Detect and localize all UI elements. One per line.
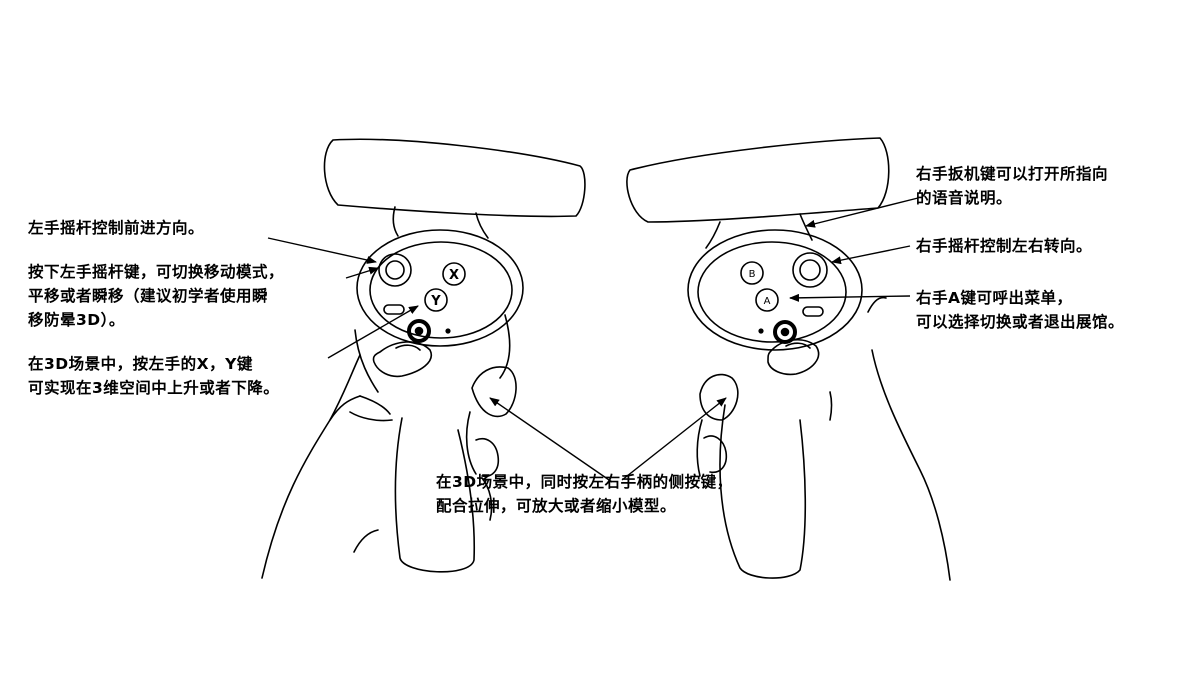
left-controller [261, 138, 586, 579]
b-button-label: B [749, 269, 756, 280]
y-button [424, 288, 448, 312]
label-line: 在3D场景中，按左手的X，Y键 [28, 355, 253, 373]
right-controller [626, 137, 951, 581]
arrow-xy-keys [327, 305, 419, 359]
left-system-button [407, 319, 431, 343]
label-line: 平移或者瞬移（建议初学者使用瞬 [28, 287, 269, 305]
label-line: 可实现在3维空间中上升或者下降。 [28, 379, 280, 397]
label-line: 在3D场景中，同时按左右手柄的侧按键， [436, 473, 733, 491]
left-thumbstick [378, 253, 412, 287]
label-line: 左手摇杆控制前进方向。 [28, 219, 205, 237]
label-right-trigger: 右手扳机键可以打开所指向 的语音说明。 [916, 162, 1108, 210]
x-button [442, 262, 466, 286]
arrow-grip-left [489, 397, 613, 483]
left-tracking-ring [323, 138, 586, 218]
label-line: 的语音说明。 [916, 189, 1013, 207]
annotation-arrows [267, 197, 919, 483]
arrow-a-key [789, 293, 911, 302]
label-left-stick-press: 按下左手摇杆键，可切换移动模式， 平移或者瞬移（建议初学者使用瞬 移防晕3D）。 [28, 260, 284, 332]
arrow-right-stick-turn [831, 245, 911, 265]
a-button-label: A [764, 296, 771, 307]
label-left-stick-direction: 左手摇杆控制前进方向。 [28, 216, 204, 240]
arrow-right-trigger [805, 197, 919, 228]
left-menu-button [383, 304, 405, 315]
label-line: 右手A键可呼出菜单， [916, 289, 1073, 307]
label-line: 按下左手摇杆键，可切换移动模式， [28, 263, 285, 281]
b-button [740, 261, 764, 285]
arrow-left-stick-direction [267, 237, 377, 264]
arrow-grip-right [621, 397, 727, 481]
right-menu-button [802, 306, 824, 317]
label-line: 配合拉伸，可放大或者缩小模型。 [436, 497, 677, 515]
arrow-left-stick-press [345, 266, 379, 279]
x-button-label: X [449, 268, 459, 283]
label-right-stick-turn: 右手摇杆控制左右转向。 [916, 234, 1092, 258]
label-xy-keys: 在3D场景中，按左手的X，Y键 可实现在3维空间中上升或者下降。 [28, 352, 279, 400]
right-tracking-ring [626, 137, 890, 223]
label-line: 可以选择切换或者退出展馆。 [916, 313, 1125, 331]
y-button-label: Y [430, 294, 441, 309]
label-line: 移防晕3D）。 [28, 311, 125, 329]
a-button [755, 288, 779, 312]
label-grip-buttons: 在3D场景中，同时按左右手柄的侧按键， 配合拉伸，可放大或者缩小模型。 [436, 470, 733, 518]
label-line: 右手扳机键可以打开所指向 [916, 165, 1109, 183]
label-line: 右手摇杆控制左右转向。 [916, 237, 1093, 255]
right-thumbstick [792, 252, 828, 288]
label-a-key: 右手A键可呼出菜单， 可以选择切换或者退出展馆。 [916, 286, 1124, 334]
